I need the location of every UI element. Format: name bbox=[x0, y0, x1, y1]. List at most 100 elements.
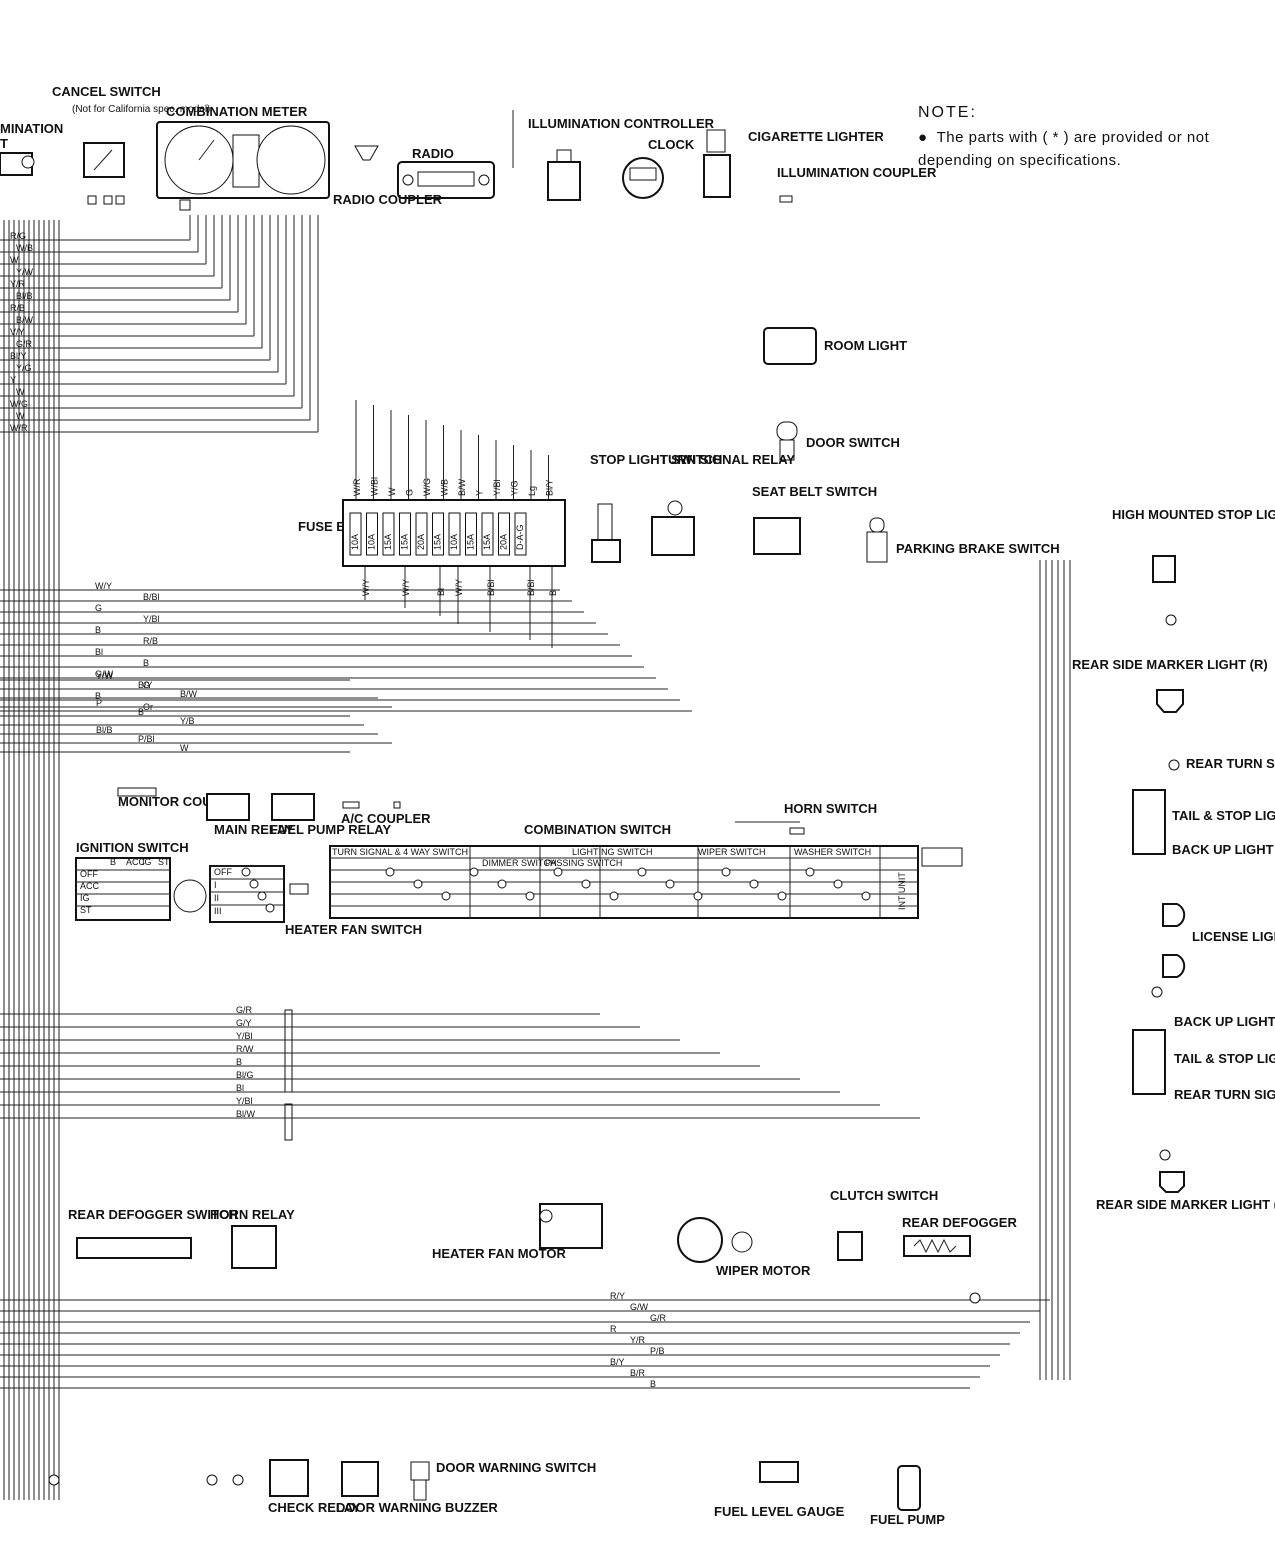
contact-point bbox=[441, 891, 451, 901]
fuse bbox=[432, 512, 444, 556]
illumination-coupler-label: ILLUMINATION COUPLER bbox=[777, 165, 937, 180]
wire-code-label: W/R bbox=[10, 423, 28, 433]
fuse bbox=[382, 512, 395, 556]
door-warning-switch: DOOR WARNING SWITCH bbox=[410, 1460, 596, 1501]
turn-signal-relay-label: TURN SIGNAL RELAY bbox=[660, 452, 795, 467]
wire-code-label: Y bbox=[10, 375, 16, 385]
wire-code-label: G/Y bbox=[236, 1018, 252, 1028]
wire-code-label: B bbox=[236, 1057, 242, 1067]
door-switch: DOOR SWITCH bbox=[776, 421, 900, 461]
wire-code-label: B/Y bbox=[610, 1357, 625, 1367]
fuse-bottom-wire-label: W/Y bbox=[454, 579, 464, 596]
fuse-bottom-wire-label: Bl bbox=[436, 588, 446, 596]
turn-signal-section: TURN SIGNAL & 4 WAY SWITCH bbox=[332, 847, 468, 857]
passing-section: PASSING SWITCH bbox=[545, 858, 622, 868]
wire-code-label: W bbox=[180, 743, 189, 753]
contact-point bbox=[553, 867, 563, 877]
contact-point bbox=[469, 867, 479, 877]
contact-point bbox=[777, 891, 787, 901]
contact-point bbox=[265, 903, 275, 913]
fuse bbox=[514, 512, 527, 556]
fuse-rating-label: 10A bbox=[350, 534, 360, 550]
wire-code-label: Y/W bbox=[96, 671, 114, 681]
speaker-icon bbox=[354, 145, 379, 161]
ignition-switch-label: IGNITION SWITCH bbox=[76, 840, 189, 855]
wire-code-label: Bl/G bbox=[236, 1070, 254, 1080]
fuse bbox=[481, 512, 494, 556]
contact-point bbox=[665, 879, 675, 889]
check-relay-label: CHECK RELAY bbox=[268, 1500, 361, 1515]
wire-code-label: G/W bbox=[630, 1302, 649, 1312]
horn-relay: HORN RELAY bbox=[210, 1207, 295, 1269]
fuse-rating-label: 10A bbox=[449, 534, 459, 550]
fuel-pump-relay-label: FUEL PUMP RELAY bbox=[270, 822, 391, 837]
ignition-position-label: ST bbox=[80, 905, 92, 915]
wire-code-label: R/B bbox=[10, 303, 25, 313]
wire-code-label: Bl bbox=[95, 647, 103, 657]
wire-code-label: W/B bbox=[16, 243, 33, 253]
fuse-rating-label: 15A bbox=[400, 534, 410, 550]
wire-code-label: B bbox=[95, 625, 101, 635]
rear-side-marker-r: REAR SIDE MARKER LIGHT (R) bbox=[1072, 657, 1268, 713]
wire-code-label: G/R bbox=[236, 1005, 253, 1015]
wire-code-label: R/G bbox=[10, 231, 26, 241]
wire-code-label: Bl/Y bbox=[10, 351, 27, 361]
fuse-bottom-wire-label: B/Bl bbox=[486, 579, 496, 596]
radio-coupler-label: RADIO COUPLER bbox=[333, 192, 443, 207]
fuse-top-wire-label: Y/G bbox=[510, 480, 520, 496]
fuse-top-wire-label: W/R bbox=[352, 478, 362, 496]
contact-point bbox=[385, 867, 395, 877]
combination-meter: COMBINATION METER bbox=[156, 104, 330, 211]
wire-code-label: B/W bbox=[16, 315, 34, 325]
wire-code-label: B/Bl bbox=[143, 592, 160, 602]
radio-label: RADIO bbox=[412, 146, 454, 161]
wire-code-label: B/W bbox=[180, 689, 198, 699]
illumination-left-label: MINATION bbox=[0, 121, 63, 136]
clock: CLOCK bbox=[622, 137, 695, 199]
fuse-rating-label: D-A-G bbox=[515, 525, 525, 551]
fuse-top-wire-label: Y/Bl bbox=[492, 479, 502, 496]
wire-code-label: Bl bbox=[236, 1083, 244, 1093]
washer-section: WASHER SWITCH bbox=[794, 847, 871, 857]
rear-combination-lamp-r: REAR TURN SIGNA LIGHT (R) TAIL & STOP LI… bbox=[1132, 756, 1275, 857]
lighting-section: LIGHTING SWITCH bbox=[572, 847, 653, 857]
splice-block bbox=[284, 1009, 293, 1093]
check-relay: CHECK RELAY bbox=[268, 1459, 361, 1515]
heater-fan-switch-label: HEATER FAN SWITCH bbox=[285, 922, 422, 937]
ground-icon bbox=[206, 1474, 218, 1486]
splice-block bbox=[284, 1103, 293, 1141]
wire-code-label: Y/Bl bbox=[143, 614, 160, 624]
key-icon bbox=[173, 879, 207, 913]
wire-code-label: B bbox=[143, 658, 149, 668]
wire-code-label: Y/Bl bbox=[236, 1031, 253, 1041]
clutch-switch: CLUTCH SWITCH bbox=[830, 1188, 938, 1261]
note-text-row: ● The parts with ( * ) are provided or n… bbox=[918, 126, 1268, 172]
fuel-level-gauge: FUEL LEVEL GAUGE bbox=[714, 1461, 845, 1519]
wire-code-label: Y/R bbox=[630, 1335, 646, 1345]
wire-code-label: B bbox=[95, 691, 101, 701]
contact-point bbox=[749, 879, 759, 889]
main-relay: MAIN RELAY bbox=[206, 793, 294, 837]
fuse-top-wire-label: G bbox=[405, 489, 415, 496]
contact-point bbox=[861, 891, 871, 901]
illumination-left-label-2: T bbox=[0, 136, 8, 151]
fuse-top-wire-label: W bbox=[387, 487, 397, 496]
rear-turn-signal-l-label: REAR TURN SIGNAL LIGHT (L) bbox=[1174, 1087, 1275, 1102]
wire-code-label: R bbox=[610, 1324, 617, 1334]
room-light-label: ROOM LIGHT bbox=[824, 338, 907, 353]
wire-code-label: B bbox=[138, 707, 144, 717]
rear-defogger-switch: REAR DEFOGGER SWITCH bbox=[68, 1207, 238, 1259]
contact-point bbox=[609, 891, 619, 901]
main-relay-label: MAIN RELAY bbox=[214, 822, 294, 837]
turn-signal-relay: TURN SIGNAL RELAY bbox=[651, 452, 795, 556]
fuel-pump-relay: FUEL PUMP RELAY bbox=[270, 793, 391, 837]
wiper-section: WIPER SWITCH bbox=[698, 847, 766, 857]
contact-point bbox=[249, 879, 259, 889]
horn-relay-label: HORN RELAY bbox=[210, 1207, 295, 1222]
seat-belt-switch: SEAT BELT SWITCH bbox=[752, 484, 877, 555]
wiper-motor: WIPER MOTOR bbox=[677, 1217, 811, 1278]
